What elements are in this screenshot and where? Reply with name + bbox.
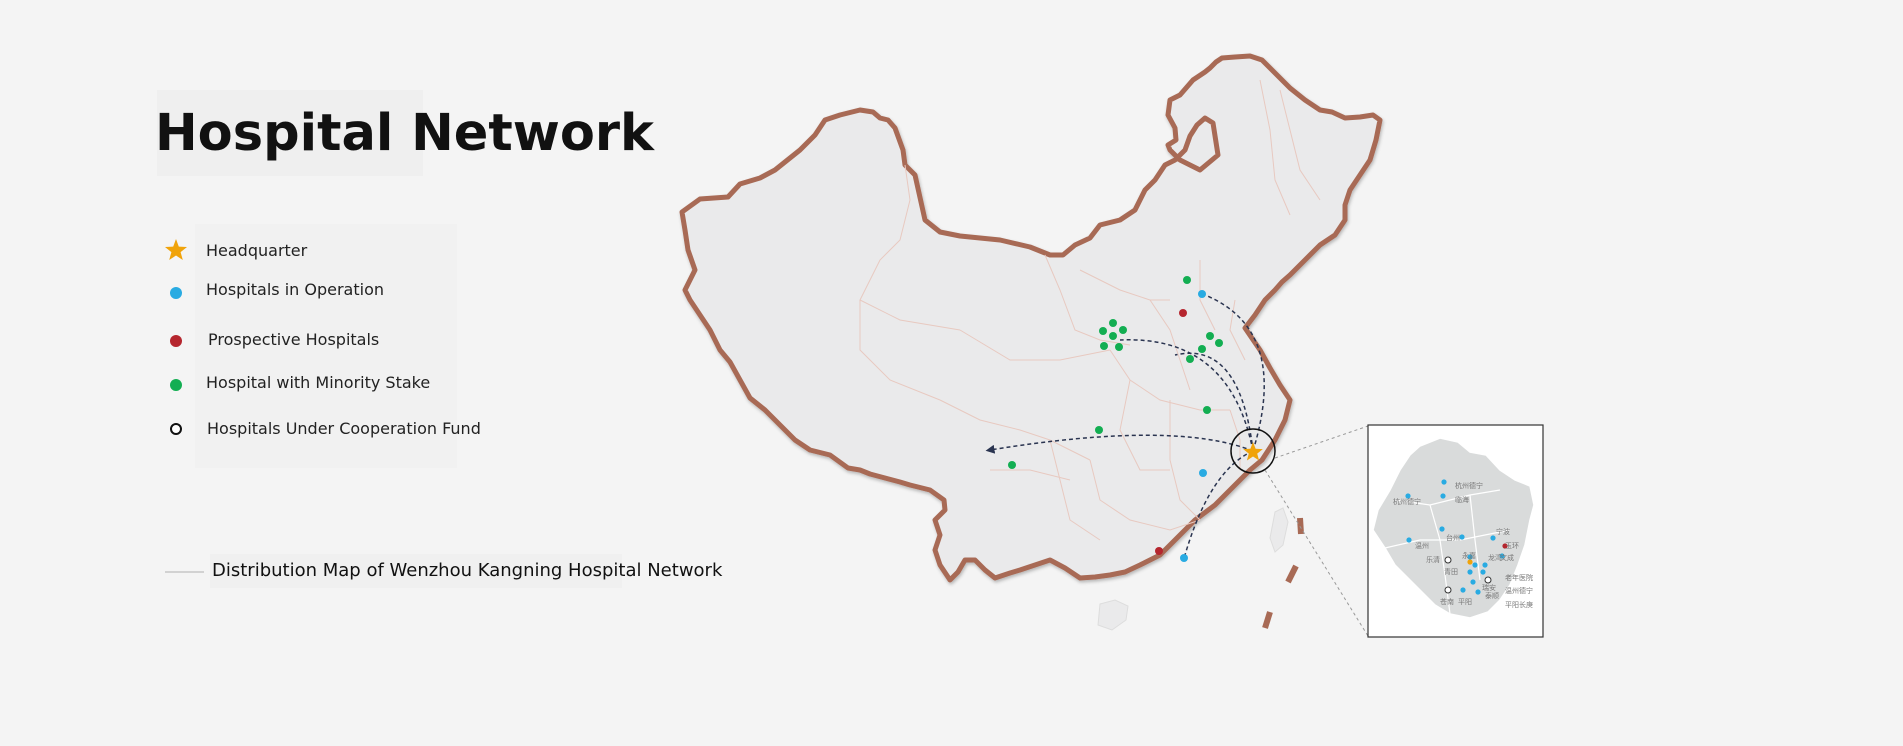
page-title: Hospital Network [155,104,654,163]
svg-text:温州: 温州 [1415,541,1429,550]
minority-stake-points [1008,276,1223,469]
svg-text:宁波: 宁波 [1496,527,1510,536]
svg-text:青田: 青田 [1444,567,1458,576]
legend-label: Hospital with Minority Stake [206,373,431,392]
legend-label: Prospective Hospitals [208,330,380,349]
inset-leader-lines [1264,425,1369,637]
headquarter-star [1243,442,1263,461]
svg-text:文成: 文成 [1500,553,1514,562]
legend-label: Headquarter [206,241,308,260]
svg-text:温州德宁: 温州德宁 [1505,586,1533,595]
red-dot-icon [170,335,182,347]
svg-text:杭州德宁: 杭州德宁 [1455,481,1483,490]
legend-label: Hospitals in Operation [206,280,384,299]
svg-text:临海: 临海 [1455,495,1469,504]
svg-text:平阳长庚: 平阳长庚 [1505,600,1533,609]
legend-backdrop [195,224,457,468]
green-dot-icon [170,379,182,391]
ring-icon [170,423,182,435]
svg-text:玉环: 玉环 [1505,542,1519,550]
caption-rule [165,571,204,573]
blue-dot-icon [170,287,182,299]
zhejiang-inset: 杭州德宁 杭州德宁 临海 台州 温州 乐清 青田 永嘉 龙湾 苍南 平阳 瑞安 … [1367,424,1544,638]
south-sea-marks [1262,517,1304,629]
svg-text:台州: 台州 [1446,533,1460,542]
prospective-points [1155,309,1187,555]
map-caption: Distribution Map of Wenzhou Kangning Hos… [212,560,723,581]
taiwan-island [1269,507,1289,553]
operation-points [1180,290,1207,562]
hainan-island [1097,599,1129,631]
svg-text:苍南: 苍南 [1440,597,1454,606]
china-outline [679,53,1383,583]
svg-text:泰顺: 泰顺 [1485,591,1499,600]
headquarter-highlight [1230,428,1276,474]
svg-text:龙湾: 龙湾 [1488,553,1502,562]
svg-text:杭州德宁: 杭州德宁 [1393,497,1421,506]
star-icon [165,239,187,260]
title-backdrop [157,90,423,176]
svg-text:平阳: 平阳 [1458,597,1472,606]
svg-text:老年医院: 老年医院 [1505,573,1533,582]
svg-text:永嘉: 永嘉 [1462,551,1476,560]
svg-text:乐清: 乐清 [1426,555,1440,564]
svg-text:瑞安: 瑞安 [1482,583,1496,592]
caption-backdrop [210,554,622,588]
legend-label: Hospitals Under Cooperation Fund [207,419,481,438]
province-boundaries [859,79,1321,541]
